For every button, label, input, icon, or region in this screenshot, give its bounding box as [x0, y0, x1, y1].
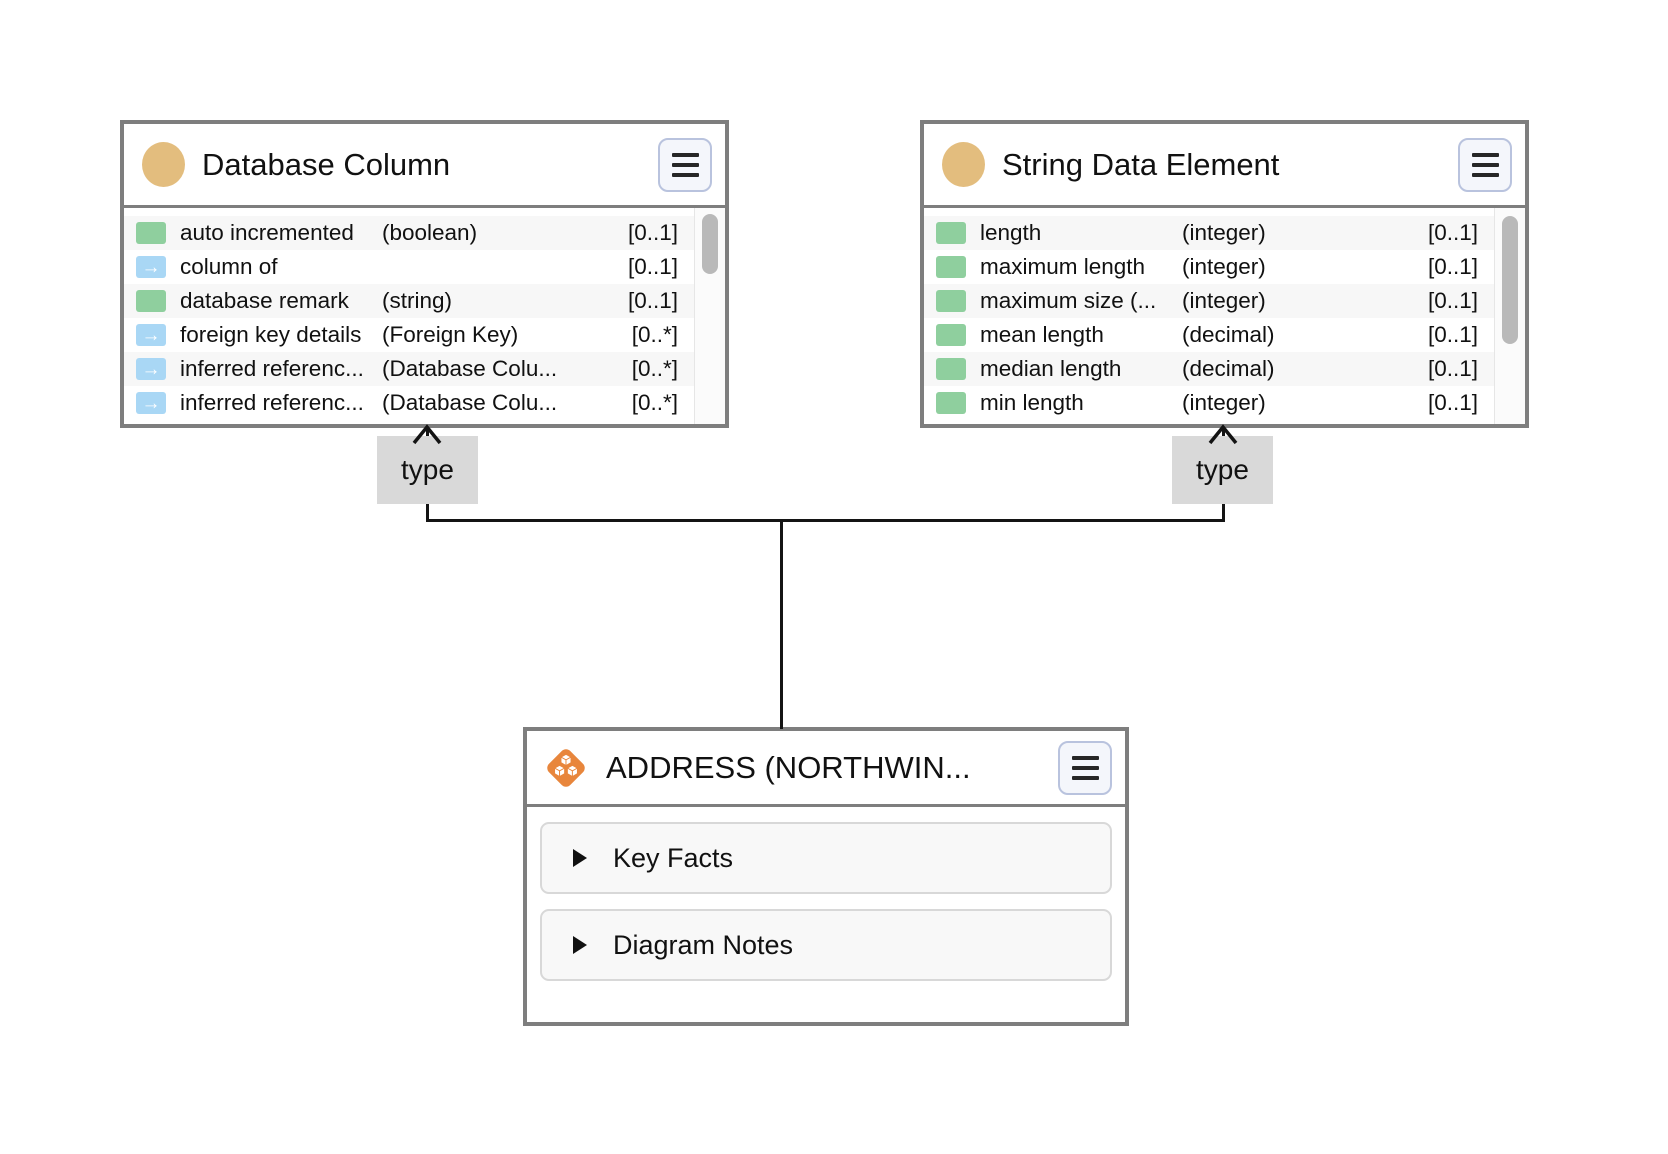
entity-header[interactable]: Database Column [124, 124, 725, 208]
reference-arrow-icon [136, 256, 166, 278]
attribute-row[interactable]: maximum length (integer) [0..1] [924, 250, 1494, 284]
scrollbar-track [1494, 208, 1525, 424]
attribute-list: length (integer) [0..1] maximum length (… [924, 208, 1525, 424]
attribute-icon [936, 392, 966, 414]
relationship-label-text: type [1196, 454, 1249, 485]
attribute-list: auto incremented (boolean) [0..1] column… [124, 208, 725, 424]
relationship-label-right[interactable]: type [1172, 436, 1273, 504]
entity-header[interactable]: String Data Element [924, 124, 1525, 208]
hamburger-icon [1071, 755, 1099, 760]
attribute-row[interactable]: inferred referenc... (Database Colu... [… [124, 352, 694, 386]
attribute-row[interactable]: auto incremented (boolean) [0..1] [124, 216, 694, 250]
entity-box-string-data-element[interactable]: String Data Element length (integer) [0.… [920, 120, 1529, 428]
section-diagram-notes[interactable]: Diagram Notes [540, 909, 1112, 981]
hamburger-icon [671, 152, 699, 157]
entity-circle-icon [142, 142, 185, 187]
attribute-icon [936, 222, 966, 244]
attribute-icon [936, 324, 966, 346]
entity-box-database-column[interactable]: Database Column auto incremented (boolea… [120, 120, 729, 428]
reference-arrow-icon [136, 324, 166, 346]
arrowhead-up-icon [1208, 424, 1238, 445]
entity-title: Database Column [202, 146, 451, 182]
attribute-row[interactable]: median length (decimal) [0..1] [924, 352, 1494, 386]
attribute-icon [136, 290, 166, 312]
data-product-menu-button[interactable] [1058, 740, 1112, 795]
data-product-box-address[interactable]: ADDRESS (NORTHWIN... Key Facts Diagram N… [523, 727, 1129, 1026]
triangle-right-icon [573, 849, 587, 867]
data-product-header[interactable]: ADDRESS (NORTHWIN... [527, 731, 1125, 807]
attribute-row[interactable]: min length (integer) [0..1] [924, 386, 1494, 420]
attribute-row[interactable]: column of [0..1] [124, 250, 694, 284]
hamburger-icon [1471, 152, 1499, 157]
relationship-label-text: type [401, 454, 454, 485]
entity-circle-icon [942, 142, 985, 187]
attribute-row[interactable]: inferred referenc... (Database Colu... [… [124, 386, 694, 420]
connector-line-horizontal [426, 519, 1225, 522]
relationship-label-left[interactable]: type [377, 436, 478, 504]
attribute-row[interactable]: length (integer) [0..1] [924, 216, 1494, 250]
connector-line-center-stem [780, 519, 783, 729]
section-label: Key Facts [613, 842, 734, 873]
section-key-facts[interactable]: Key Facts [540, 822, 1112, 894]
scrollbar-track [694, 208, 725, 424]
entity-menu-button[interactable] [1458, 137, 1512, 192]
entity-menu-button[interactable] [658, 137, 712, 192]
triangle-right-icon [573, 936, 587, 954]
attribute-row[interactable]: maximum size (... (integer) [0..1] [924, 284, 1494, 318]
reference-arrow-icon [136, 392, 166, 414]
attribute-row[interactable]: foreign key details (Foreign Key) [0..*] [124, 318, 694, 352]
attribute-icon [936, 358, 966, 380]
attribute-row[interactable]: database remark (string) [0..1] [124, 284, 694, 318]
scrollbar-thumb[interactable] [1502, 216, 1518, 344]
entity-title: String Data Element [1002, 146, 1280, 182]
attribute-row[interactable]: mean length (decimal) [0..1] [924, 318, 1494, 352]
scrollbar-thumb[interactable] [702, 214, 718, 274]
section-label: Diagram Notes [613, 929, 794, 960]
cubes-diamond-icon [547, 748, 585, 787]
attribute-icon [936, 290, 966, 312]
data-product-sections: Key Facts Diagram Notes [527, 807, 1125, 981]
reference-arrow-icon [136, 358, 166, 380]
arrowhead-up-icon [412, 424, 442, 445]
data-product-title: ADDRESS (NORTHWIN... [606, 749, 971, 785]
attribute-icon [936, 256, 966, 278]
attribute-icon [136, 222, 166, 244]
